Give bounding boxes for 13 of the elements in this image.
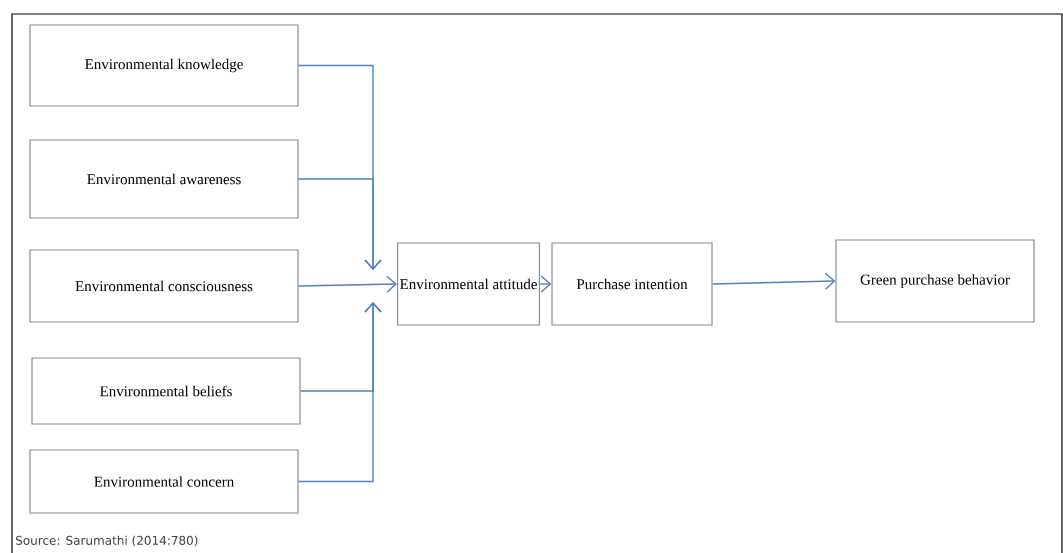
box: Environmental consciousness [29,249,299,323]
box: Environmental beliefs [31,357,301,425]
arrow [297,275,397,293]
source-note: Source: Sarumathi (2014:780) [16,535,198,547]
arrow [711,272,836,290]
arrow [297,178,382,270]
box: Environmental knowledge [29,24,299,107]
box: Environmental concern [29,449,299,514]
arrow [297,302,382,483]
box: Environmental attitude [396,242,541,326]
box: Purchase intention [551,242,713,326]
box: Green purchase behavior [835,239,1035,323]
box: Environmental awareness [29,139,299,219]
